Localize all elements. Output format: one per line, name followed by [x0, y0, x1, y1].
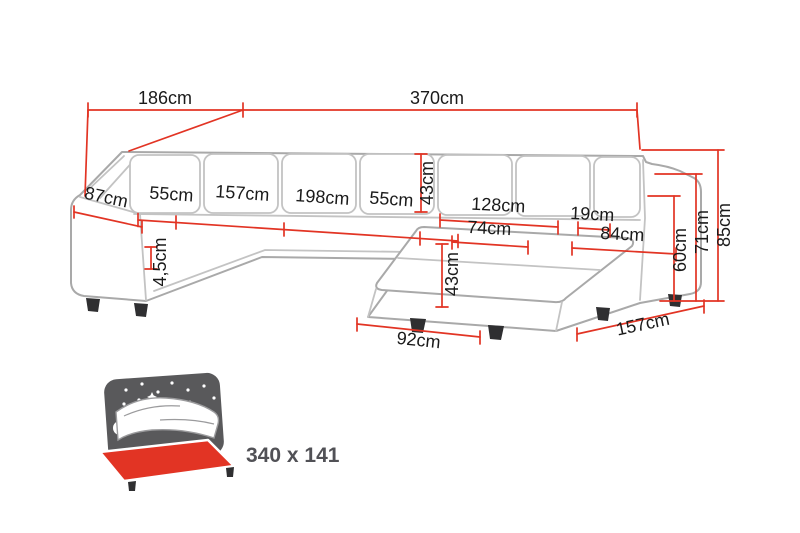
dim-label-84: 84cm [600, 223, 645, 245]
sofa-seams [79, 155, 646, 301]
sleeping-function-icon [98, 372, 236, 491]
dim-label-55a: 55cm [149, 183, 194, 206]
dim-label-128: 128cm [471, 194, 526, 217]
dim-label-19: 19cm [570, 203, 615, 225]
dim-label-92: 92cm [396, 328, 442, 352]
dim-right-seat: 84cm [571, 223, 677, 262]
dim-label-55b: 55cm [369, 188, 414, 211]
dim-seat-lip: 4,5cm [144, 237, 170, 287]
dim-label-43-back: 43cm [417, 161, 437, 205]
dim-heights: 60cm 71cm 85cm [641, 149, 734, 302]
dim-label-74: 74cm [467, 217, 512, 239]
chaise-section [367, 226, 635, 332]
dim-chaise-seat: 74cm [451, 217, 529, 255]
fold-out-mattress [98, 438, 236, 483]
dim-label-60: 60cm [670, 228, 690, 272]
duvet [115, 397, 220, 442]
back-cushions [129, 153, 641, 218]
dim-label-198: 198cm [295, 185, 350, 209]
dim-label-43-chaise: 43cm [442, 252, 462, 296]
dim-label-157a: 157cm [215, 181, 270, 205]
dim-chaise-depth: 43cm [435, 243, 462, 308]
dim-label-157b: 157cm [614, 309, 671, 340]
dim-arm-gap: 19cm [570, 203, 615, 238]
dim-label-71: 71cm [692, 210, 712, 254]
dim-back-depth: 43cm [414, 153, 437, 213]
dim-top-left: 186cm [84, 88, 244, 197]
dim-label-186: 186cm [138, 88, 192, 108]
sleeping-area-size: 340 x 141 [246, 444, 340, 467]
dim-label-85: 85cm [714, 203, 734, 247]
dim-label-4-5: 4,5cm [150, 237, 170, 286]
dim-chaise-top: 128cm [439, 194, 559, 235]
dim-label-370: 370cm [410, 88, 464, 108]
dim-seat-widths: 55cm 157cm 198cm 55cm [137, 181, 459, 249]
sofa-illustration [70, 151, 702, 340]
dim-top-main: 370cm [242, 88, 641, 150]
dim-chaise-front: 92cm [356, 317, 481, 352]
